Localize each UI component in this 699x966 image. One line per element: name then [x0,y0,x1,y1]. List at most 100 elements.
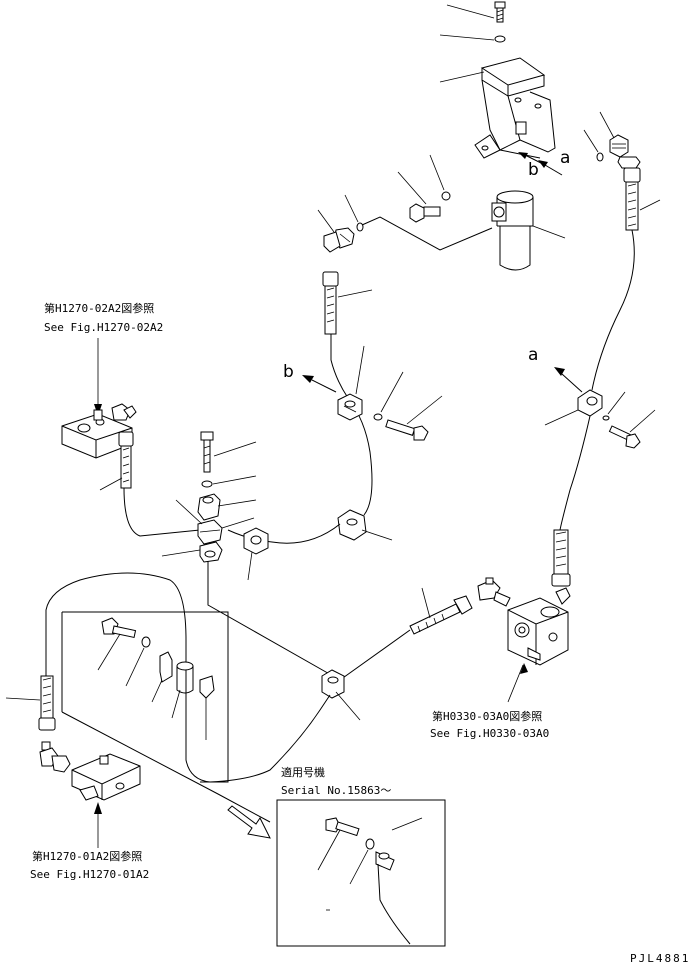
leader-detail-clamp [171,689,181,719]
hollow-arrow-to-serial-box [227,805,271,839]
leader-detail-bolt [97,633,121,671]
valve-block-h0330 [507,587,571,666]
arrowhead-b-left [302,375,314,383]
serial-detail-clamp [375,851,411,945]
pipe-clamp-to-block [227,523,341,544]
leader-washer-clamp-a [607,391,626,415]
serial-number: Serial No.15863～ [281,784,391,797]
leader-bolt-clamp-b [406,395,443,425]
bolt-clamp-a [608,425,641,449]
washer-clamp-b [373,413,383,421]
hose-right-line [591,229,635,391]
leader-detail-washer [125,647,145,687]
elbow-fitting-h1270-02 [111,403,137,421]
clamp-b [337,393,363,421]
arrowhead-valve-block [520,663,528,674]
leader-clamp-stack-upper [217,499,257,507]
arrow-a-right [561,373,583,393]
elbow-fitting-right-top [609,134,641,169]
serial-detail-washer [365,838,375,850]
tee-fitting-valve [477,577,511,607]
clamp-p-type [243,527,269,555]
leader-clamp-p [247,551,253,581]
hose-end-lower-left [38,675,56,731]
clamp-stack-middle [197,519,223,545]
pipe-diag-lower [61,711,271,823]
leader-clamp-lower-pipe [335,691,361,721]
detail-bolt [101,617,137,639]
bolt-clamp-b [385,419,429,441]
washer-filter [441,191,451,201]
leader-hose-to-valve [421,587,431,619]
leader-washer-stack [212,475,257,485]
valve-block-h1270-01 [71,753,141,801]
leader-serial-bolt [317,829,341,871]
leader-bracket [439,71,485,83]
hose-end-right-lower [551,529,571,587]
clamp-a [577,389,603,417]
hose-end-center [322,271,339,335]
pipe-to-valve-hose [339,629,411,681]
arrow-a-top [544,164,563,176]
leader-bolt-clamp-a [629,409,656,433]
leader-serial-washer [349,849,369,885]
serial-title-jp: 適用号機 [281,765,325,779]
serial-detail-bolt [325,817,360,837]
detail-bracket [159,651,173,683]
clamp-lower-center [337,509,367,541]
leader-top-bolt [446,4,495,19]
o-ring-left-elbow [356,222,364,232]
leader-serial-clamp [391,817,423,831]
arrowhead-ref-h1270-01 [94,802,102,814]
hose-left-block-line [123,487,201,537]
line-filter [491,190,534,271]
leader-clamp-stack-middle [221,517,255,529]
leader-filter [532,225,566,239]
top-bolt [494,1,506,23]
loop-hose [45,572,331,783]
pipe-diagonal-left [207,558,341,681]
ref-h1270-01-en: See Fig.H1270-01A2 [30,868,149,881]
leader-hose-left-block [99,477,123,491]
clamp-stack-lower [199,541,223,563]
hose-center-to-valve [409,595,473,635]
washer-stack [201,480,213,488]
top-washer [494,35,506,43]
detail-clamp [176,661,194,694]
hose-center-line [330,334,373,516]
ref-h1270-02-jp: 第H1270-02A2図参照 [44,301,154,315]
hose-end-left-block [118,431,134,489]
leader-clamp-a [544,409,579,426]
ref-h1270-02-en: See Fig.H1270-02A2 [44,321,163,334]
marker-a-right: a [528,345,538,365]
leader-washer-clamp-b [380,371,404,413]
ref-h0330-en: See Fig.H0330-03A0 [430,727,549,740]
arrowhead-a-top [538,160,548,168]
leader-detail-bracket [151,679,163,703]
leader-hose-right-top [639,199,661,211]
mounting-bracket [474,57,556,159]
leader-o-ring-right-top [583,129,599,153]
marker-a-top: a [560,148,570,168]
marker-b-left: b [283,362,294,382]
arrowhead-a-right [554,367,565,376]
arrow-b-left [311,379,337,393]
ref-h0330-jp: 第H0330-03A0図参照 [432,709,542,723]
bolt-filter [409,203,441,223]
clamp-stack-upper [197,493,221,521]
hose-end-right-top [623,167,641,231]
elbow-fitting-lower-left [39,741,71,773]
drawing-code: PJL4881 [630,952,690,965]
leader-bolt-stack [213,441,257,457]
leader-hose-lower-left [5,697,41,701]
leader-o-ring-left [344,194,359,223]
leader-bolt-filter [397,171,427,205]
leader-top-washer [439,34,495,41]
elbow-fitting-left [323,227,355,253]
bolt-clamp-stack [200,431,214,473]
detail-plate [199,675,215,699]
leader-elbow-left [317,209,335,233]
ref-h1270-01-jp: 第H1270-01A2図参照 [32,849,142,863]
